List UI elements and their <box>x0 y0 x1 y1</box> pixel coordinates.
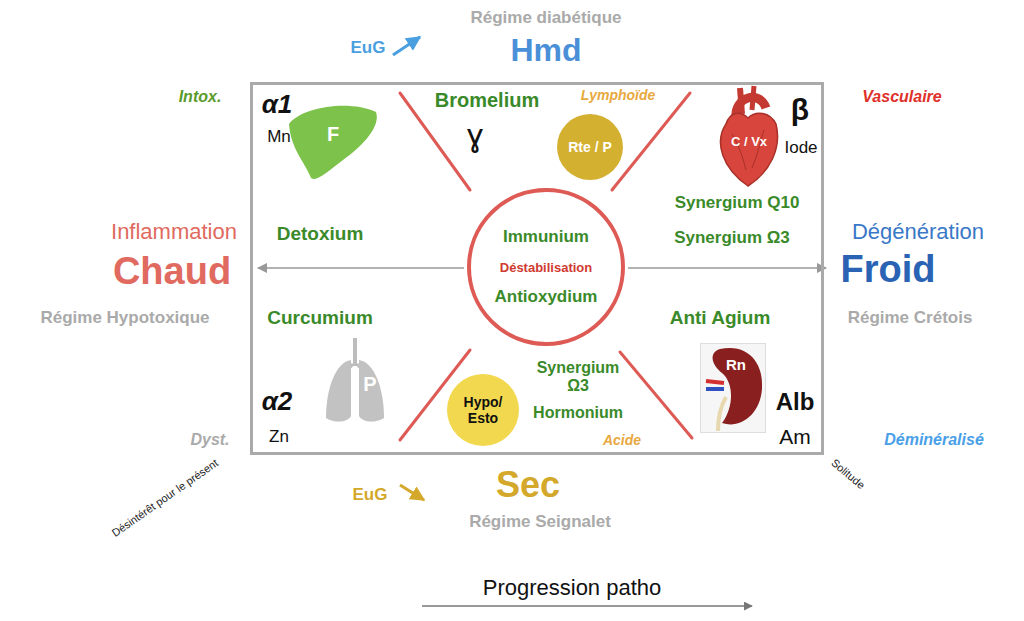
liver-organ: F <box>285 102 380 184</box>
node-label: Déstabilisation <box>500 261 592 276</box>
node-label: P <box>363 373 376 396</box>
frame-label: ɣ <box>467 117 483 154</box>
free-label: Désintérêt pour le présent <box>110 457 221 540</box>
frame-label: Curcumium <box>267 307 373 329</box>
center-circle: ImmuniumDéstabilisationAntioxydium <box>466 187 626 347</box>
diagonal-line <box>612 93 690 190</box>
free-label: EuG <box>351 38 386 58</box>
heart-organ: C / Vx <box>712 84 784 188</box>
frame-label: Anti Agium <box>670 307 771 329</box>
lungs-organ: P <box>322 338 388 426</box>
frame-label: Synergium Ω3 <box>528 359 628 396</box>
free-label: Régime Seignalet <box>469 512 611 532</box>
node-label: Rte / P <box>568 139 612 155</box>
free-label: Inflammation <box>111 219 237 244</box>
frame-label: β <box>791 93 809 128</box>
free-label: Régime Crétois <box>848 308 973 328</box>
node-label: F <box>327 123 339 146</box>
node-label: Immunium <box>503 227 589 247</box>
free-label: Sec <box>496 464 560 505</box>
lungs-organ-outline <box>322 338 388 426</box>
free-label: Régime Hypotoxique <box>40 308 209 328</box>
free-label: EuG <box>353 485 388 505</box>
free-label: Froid <box>841 248 936 292</box>
free-label: Dégénération <box>852 219 984 244</box>
axis-arrow <box>258 267 464 269</box>
frame-label: Zn <box>269 427 289 447</box>
diagonal-line <box>620 352 692 438</box>
axis-arrow <box>628 267 826 269</box>
trend-arrow <box>393 37 420 55</box>
frame-label: α2 <box>262 387 293 417</box>
trend-arrow <box>400 485 424 500</box>
free-label: Solitude <box>829 456 868 491</box>
diagonal-lines <box>400 93 692 440</box>
progression-arrow <box>422 605 752 607</box>
hormone-circle: Hypo/ Esto <box>446 373 520 447</box>
free-label: Vasculaire <box>862 88 941 106</box>
free-label: Hmd <box>510 32 581 69</box>
frame-label: Lymphoïde <box>581 87 656 103</box>
frame-label: Detoxium <box>277 223 364 245</box>
lymphoid-circle: Rte / P <box>556 113 624 181</box>
frame-label: Synergium Ω3 <box>674 228 790 248</box>
frame-label: Hormonium <box>533 404 623 422</box>
frame-label: Alb <box>776 388 815 416</box>
frame-label: Iode <box>784 138 817 158</box>
node-label: C / Vx <box>731 135 767 150</box>
free-label: Déminéralisé <box>884 431 984 449</box>
frame-label: Acide <box>603 432 641 448</box>
frame-label: α1 <box>262 90 293 120</box>
frame-label: Mn <box>267 127 291 147</box>
free-label: Chaud <box>113 250 231 294</box>
node-label: Rn <box>726 356 746 373</box>
frame-label: Bromelium <box>435 89 539 112</box>
free-label: Intox. <box>179 88 222 106</box>
node-label: Hypo/ Esto <box>458 394 508 426</box>
frame-label: Synergium Q10 <box>675 193 800 213</box>
free-label: Régime diabétique <box>470 8 621 28</box>
frame-label: Am <box>779 425 811 449</box>
free-label: Progression patho <box>483 575 662 600</box>
kidney-organ: Rn <box>700 343 766 433</box>
node-label: Antioxydium <box>495 287 598 307</box>
free-label: Dyst. <box>190 431 229 449</box>
frame-box: α1MnBromeliumɣLymphoïdeβIodeDetoxiumSyne… <box>250 82 824 455</box>
